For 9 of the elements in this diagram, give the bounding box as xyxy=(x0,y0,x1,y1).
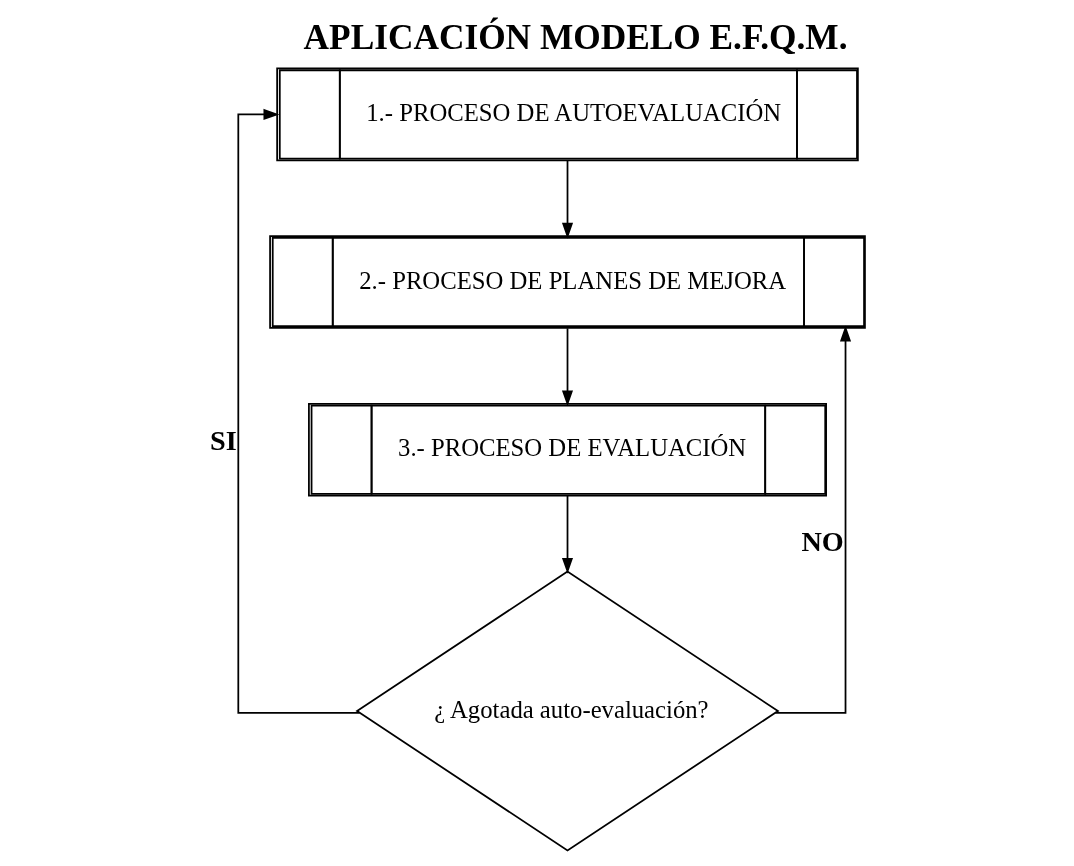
edge-label: SI xyxy=(209,425,237,457)
arrow xyxy=(774,325,851,714)
diagram-title: APLICACIÓN MODELO E.F.Q.M. xyxy=(303,18,847,58)
arrow xyxy=(236,108,360,714)
arrow xyxy=(561,327,573,407)
edge-label: NO xyxy=(800,525,844,557)
node-diamond: ¿ Agotada auto-evaluación? xyxy=(354,570,780,852)
arrow xyxy=(561,495,573,574)
arrow xyxy=(561,159,573,239)
